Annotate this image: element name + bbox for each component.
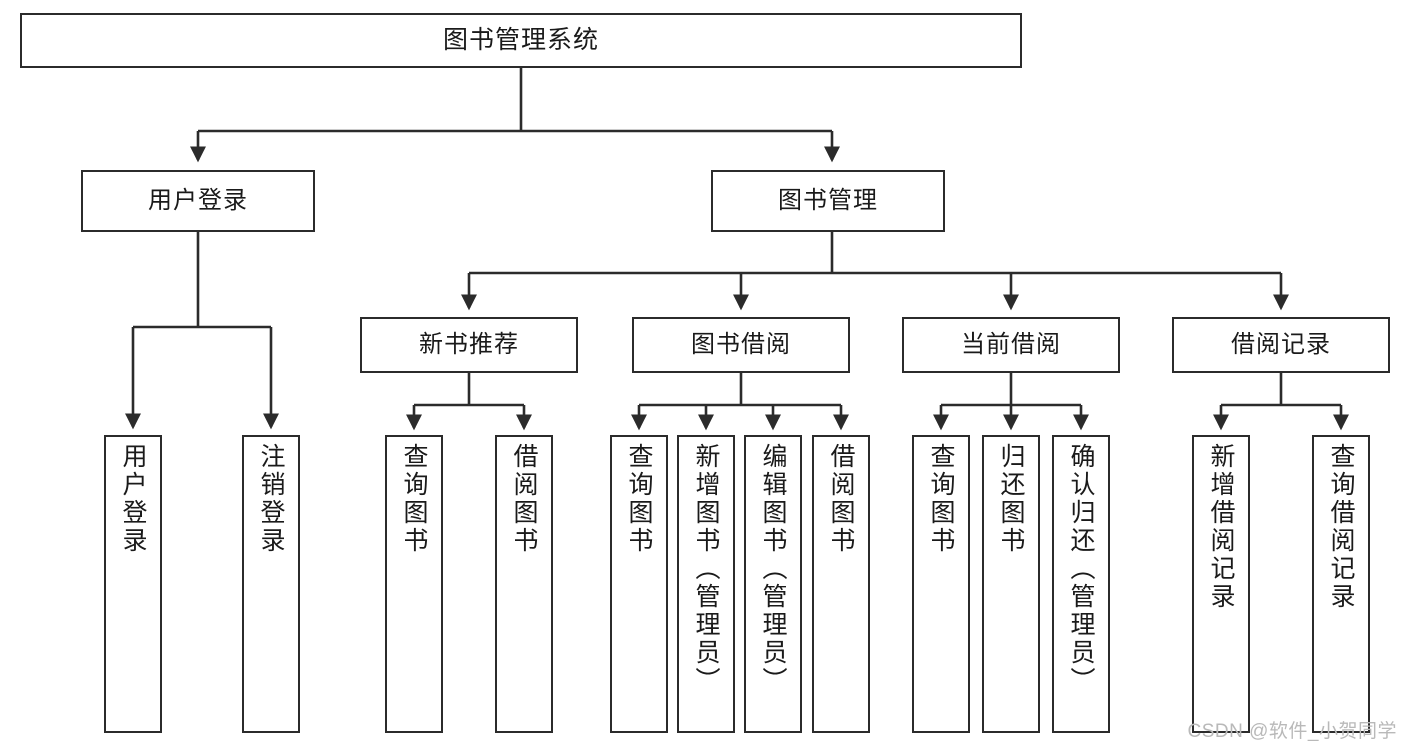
leaf-borrow-borrow-book[interactable]: 借阅图书 xyxy=(812,435,870,733)
node-label: 借阅图书 xyxy=(510,443,538,555)
leaf-record-query-record[interactable]: 查询借阅记录 xyxy=(1312,435,1370,733)
node-label: 新增借阅记录 xyxy=(1207,443,1235,611)
node-label: 当前借阅 xyxy=(961,330,1061,358)
leaf-recommend-borrow-book[interactable]: 借阅图书 xyxy=(495,435,553,733)
node-label: 图书管理 xyxy=(778,186,878,214)
node-borrow-record[interactable]: 借阅记录 xyxy=(1172,317,1390,373)
node-label: 查询图书 xyxy=(400,443,428,555)
node-book-borrow[interactable]: 图书借阅 xyxy=(632,317,850,373)
node-label: 注销登录 xyxy=(257,443,285,555)
node-label: 新书推荐 xyxy=(419,330,519,358)
node-user-login[interactable]: 用户登录 xyxy=(81,170,315,232)
node-root-system[interactable]: 图书管理系统 xyxy=(20,13,1022,68)
leaf-borrow-query-book[interactable]: 查询图书 xyxy=(610,435,668,733)
node-book-management[interactable]: 图书管理 xyxy=(711,170,945,232)
leaf-borrow-add-book-admin[interactable]: 新增图书（管理员） xyxy=(677,435,735,733)
leaf-current-return-book[interactable]: 归还图书 xyxy=(982,435,1040,733)
node-label: 查询借阅记录 xyxy=(1327,443,1355,611)
node-current-borrow[interactable]: 当前借阅 xyxy=(902,317,1120,373)
leaf-user-logout[interactable]: 注销登录 xyxy=(242,435,300,733)
leaf-user-login[interactable]: 用户登录 xyxy=(104,435,162,733)
leaf-current-confirm-return-admin[interactable]: 确认归还（管理员） xyxy=(1052,435,1110,733)
node-label: 查询图书 xyxy=(625,443,653,555)
node-label: 用户登录 xyxy=(148,186,248,214)
leaf-borrow-edit-book-admin[interactable]: 编辑图书（管理员） xyxy=(744,435,802,733)
leaf-recommend-query-book[interactable]: 查询图书 xyxy=(385,435,443,733)
node-label: 借阅记录 xyxy=(1231,330,1331,358)
watermark: CSDN @软件_小贺同学 xyxy=(1187,721,1397,742)
node-label: 查询图书 xyxy=(927,443,955,555)
node-label: 编辑图书（管理员） xyxy=(759,443,787,695)
node-label: 图书借阅 xyxy=(691,330,791,358)
node-label: 借阅图书 xyxy=(827,443,855,555)
node-new-book-recommend[interactable]: 新书推荐 xyxy=(360,317,578,373)
node-label: 确认归还（管理员） xyxy=(1067,443,1095,695)
node-label: 图书管理系统 xyxy=(442,25,599,54)
leaf-current-query-book[interactable]: 查询图书 xyxy=(912,435,970,733)
node-label: 用户登录 xyxy=(119,443,147,555)
node-label: 新增图书（管理员） xyxy=(692,443,720,695)
node-label: 归还图书 xyxy=(997,443,1025,555)
leaf-record-add-record[interactable]: 新增借阅记录 xyxy=(1192,435,1250,733)
